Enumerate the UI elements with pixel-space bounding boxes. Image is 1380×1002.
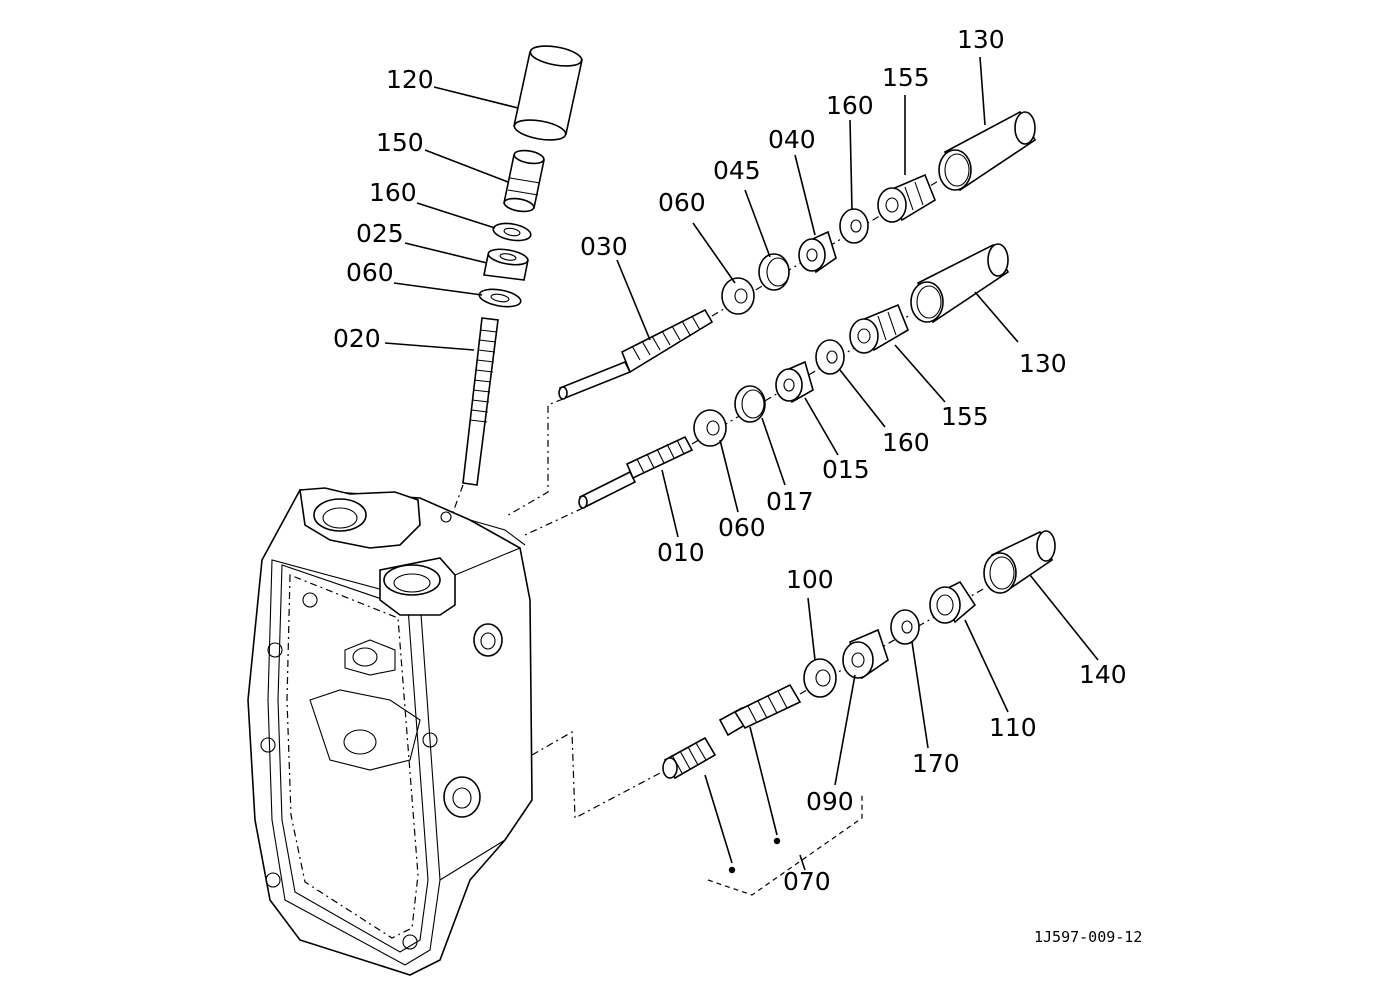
label-017: 017 [766,487,814,516]
drawing-reference-code: 1J597-009-12 [1034,928,1142,946]
label-160: 160 [369,178,417,207]
label-060: 060 [718,513,766,542]
part-labels: 120 150 160 025 060 020 030 060 045 040 … [333,25,1127,896]
lower-horizontal-assembly [531,530,1056,896]
label-130: 130 [1019,349,1067,378]
label-155: 155 [941,402,989,431]
label-120: 120 [386,65,434,94]
label-150: 150 [376,128,424,157]
label-070: 070 [783,867,831,896]
label-060: 060 [346,258,394,287]
label-020: 020 [333,324,381,353]
label-110: 110 [989,713,1037,742]
label-030: 030 [580,232,628,261]
label-155: 155 [882,63,930,92]
middle-horizontal-assembly [524,243,1010,536]
vertical-relief-assembly [451,45,583,516]
label-060: 060 [658,188,706,217]
label-090: 090 [806,787,854,816]
label-045: 045 [713,156,761,185]
label-100: 100 [786,565,834,594]
valve-housing [247,487,533,976]
label-140: 140 [1079,660,1127,689]
label-160: 160 [826,91,874,120]
upper-horizontal-assembly [504,110,1037,518]
label-015: 015 [822,455,870,484]
label-170: 170 [912,749,960,778]
label-010: 010 [657,538,705,567]
label-040: 040 [768,125,816,154]
label-130: 130 [957,25,1005,54]
label-025: 025 [356,219,404,248]
leader-lines [384,56,1099,871]
label-160: 160 [882,428,930,457]
